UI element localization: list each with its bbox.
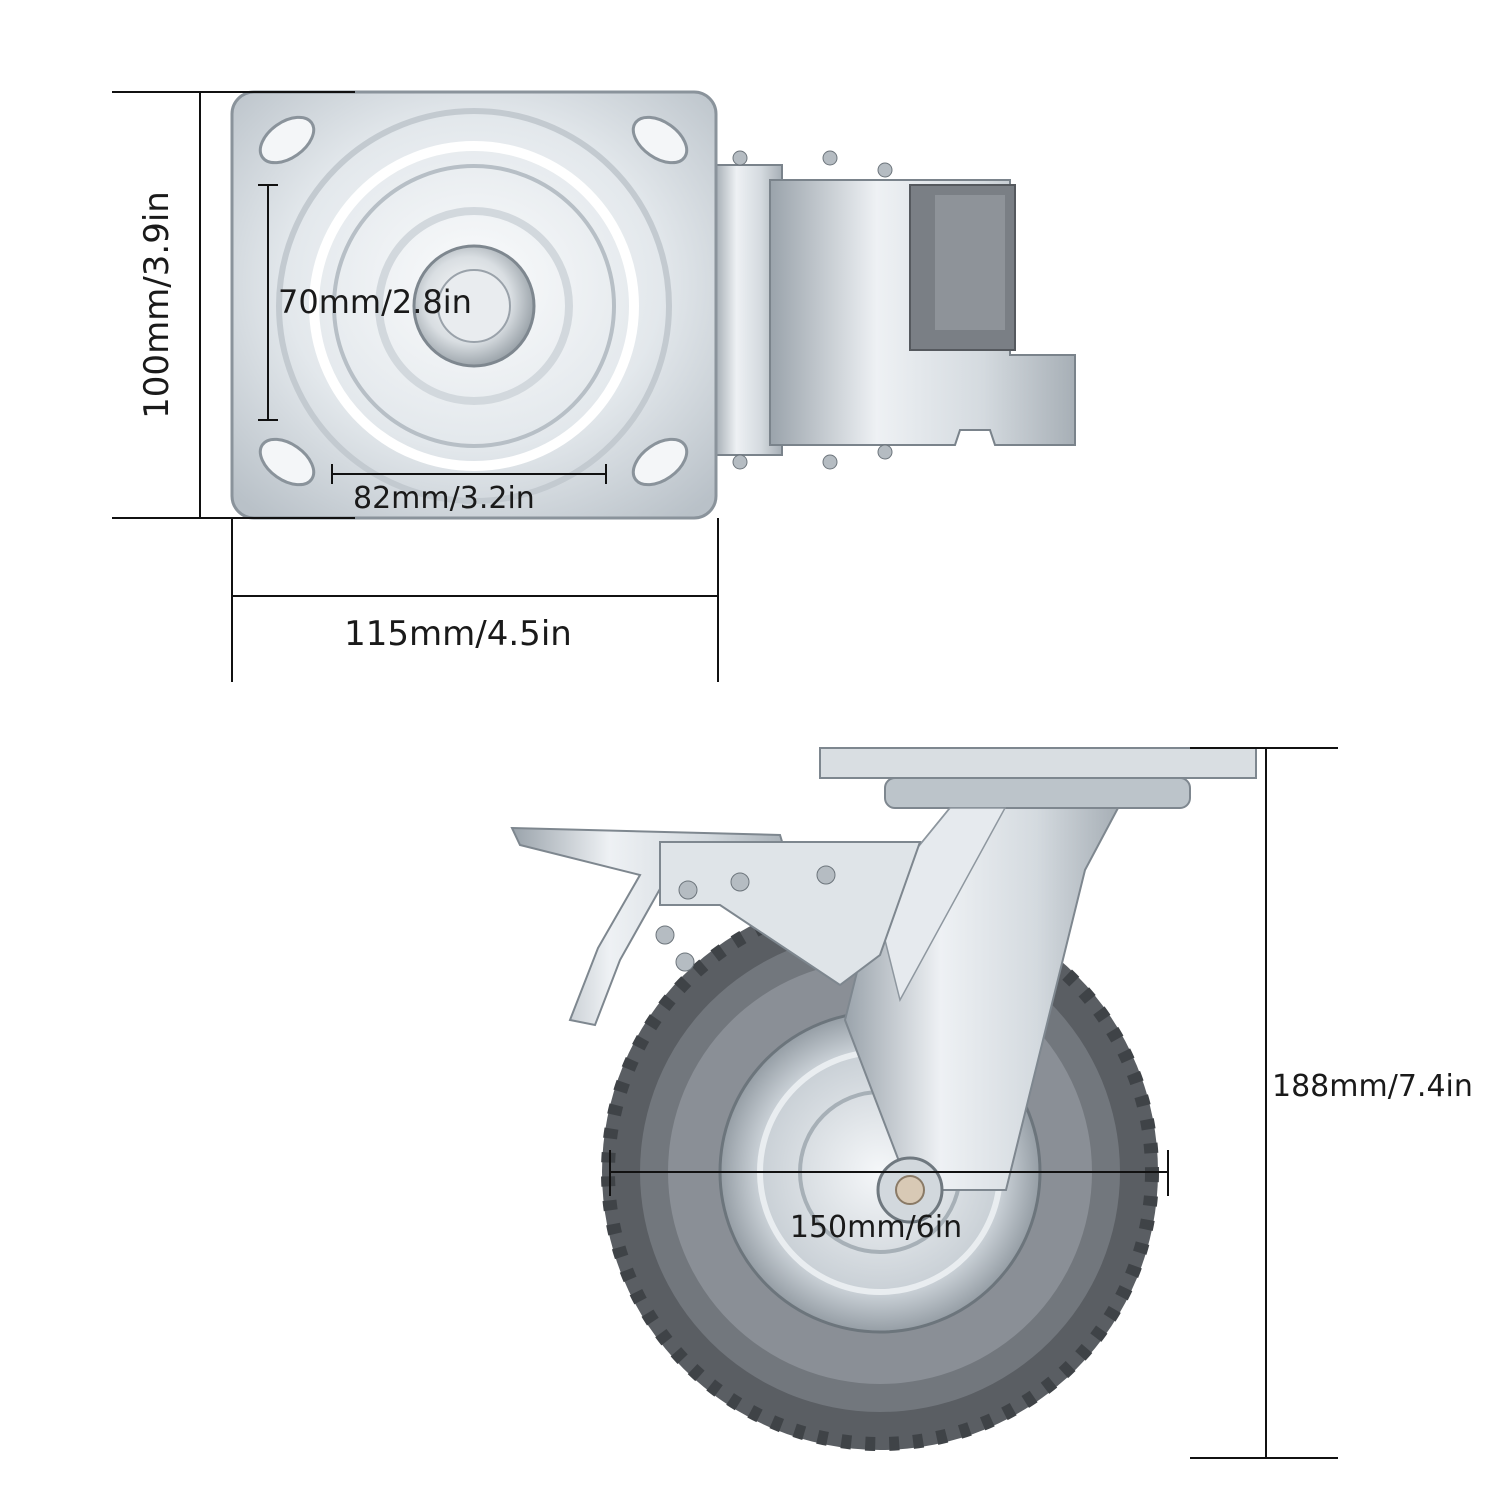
- axle-pin: [895, 1175, 925, 1205]
- plate-height-label: 100mm/3.9in: [137, 191, 177, 419]
- side-view-dimension-lines: [609, 747, 1338, 1459]
- mounting-hole: [631, 115, 689, 165]
- mounting-hole: [258, 437, 316, 487]
- top-view-dimension-lines: [112, 91, 719, 682]
- rivet: [730, 872, 750, 892]
- top-view-brake-housing: [711, 150, 1076, 470]
- bolt-vertical-label: 70mm/2.8in: [278, 283, 472, 321]
- mounting-hole: [258, 115, 316, 165]
- rivet: [675, 952, 695, 972]
- mounting-hole: [631, 437, 689, 487]
- rivet: [678, 880, 698, 900]
- bolt-horizontal-label: 82mm/3.2in: [353, 481, 535, 516]
- rivet: [816, 865, 836, 885]
- brake-lever: [510, 826, 922, 1027]
- side-view-caster: [510, 747, 1257, 1451]
- plate-width-label: 115mm/4.5in: [344, 614, 572, 654]
- rivet: [655, 925, 675, 945]
- total-height-label: 188mm/7.4in: [1272, 1069, 1473, 1104]
- side-view-top-plate: [819, 747, 1257, 809]
- top-view-mounting-plate: [230, 90, 718, 520]
- wheel-diameter-label: 150mm/6in: [790, 1210, 962, 1245]
- top-view-caster: [230, 90, 1076, 520]
